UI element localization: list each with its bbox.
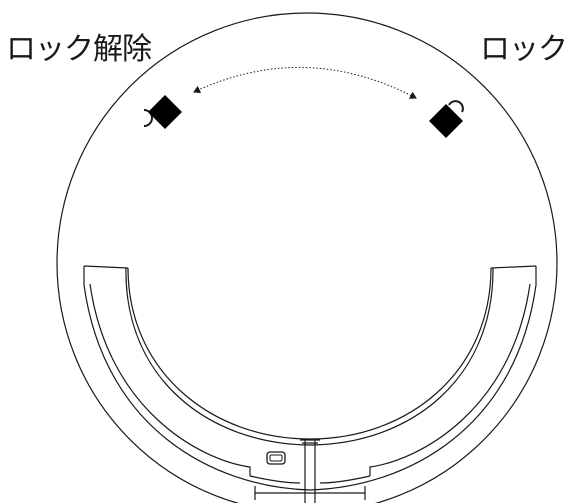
lock-label: ロック xyxy=(480,32,566,67)
base-body xyxy=(83,265,537,503)
rotation-arrow-icon xyxy=(193,67,417,99)
base-inner-step-right xyxy=(369,283,531,476)
unlock-label: ロック解除 xyxy=(6,32,152,67)
base-front-lip xyxy=(249,475,371,484)
well-outer-rim xyxy=(127,267,492,440)
base-inner-step xyxy=(89,283,251,476)
padlock-closed-icon xyxy=(429,100,464,138)
latch-slot xyxy=(266,451,286,465)
lid-outline xyxy=(56,12,558,503)
well-inner-rim xyxy=(125,267,494,446)
center-seam xyxy=(304,439,316,503)
center-seam-cap xyxy=(300,439,320,444)
base-top-ridge xyxy=(83,265,537,269)
base-bottom-lip xyxy=(254,486,366,500)
padlock-open-icon xyxy=(143,95,182,129)
base-outer-edge xyxy=(83,266,537,491)
